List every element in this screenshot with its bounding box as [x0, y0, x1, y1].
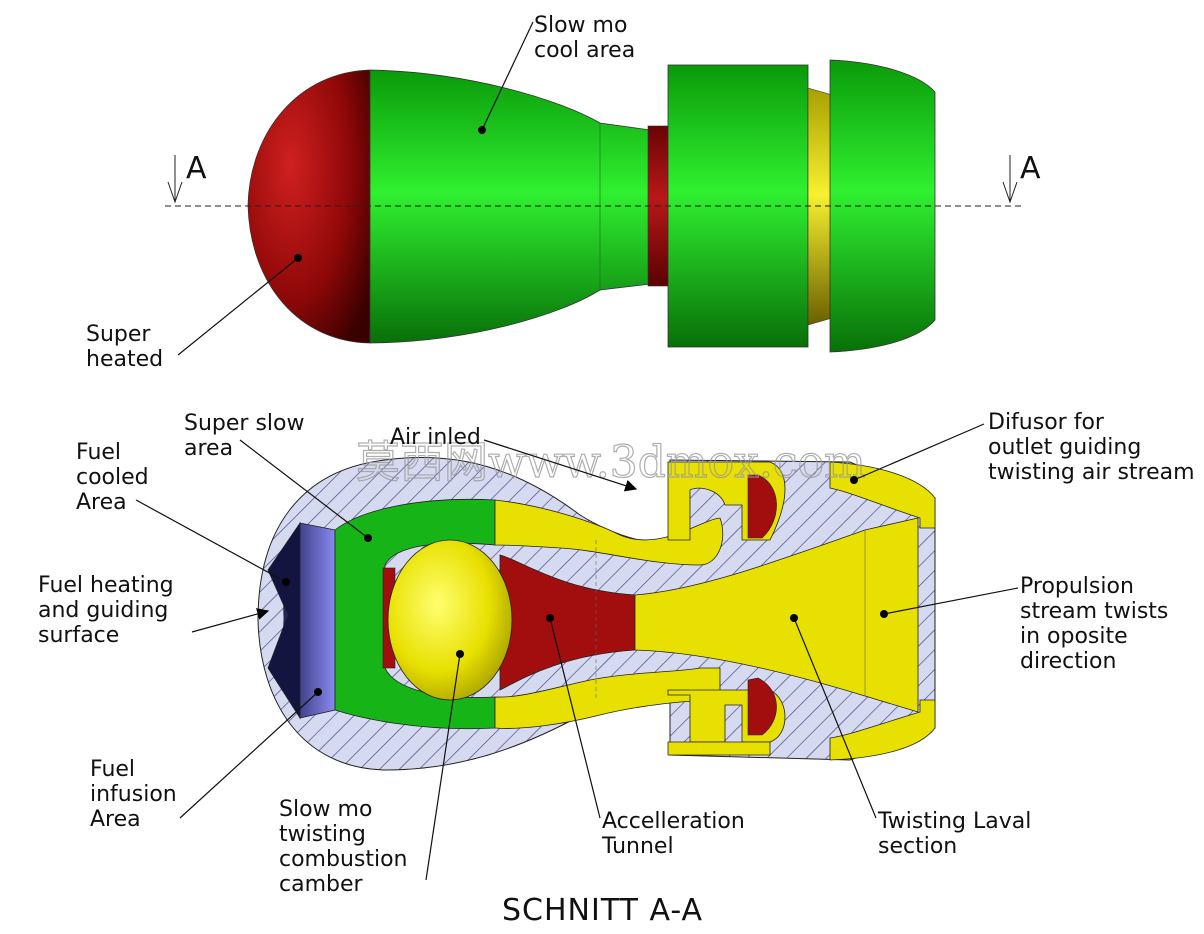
label-super-slow: Super slow area	[184, 411, 311, 461]
label-accelleration: Accelleration Tunnel	[601, 809, 752, 859]
laval-nozzle	[634, 517, 919, 713]
section-title: SCHNITT A-A	[502, 893, 703, 928]
label-combustion: Slow mo twisting combustion camber	[279, 797, 415, 897]
top-view: A A Slow mo cool area Super heated	[86, 13, 1041, 372]
label-fuel-infusion: Fuel infusion Area	[90, 757, 184, 832]
section-view: 莫西网www.3dmox.com Super slow area Air inl…	[38, 410, 1195, 928]
label-air-inled: Air inled	[390, 425, 481, 450]
combustion-ball	[387, 539, 513, 701]
tunnel-upper	[494, 499, 724, 566]
label-laval: Twisting Laval section	[877, 809, 1038, 859]
section-letter-left: A	[186, 151, 207, 186]
section-letter-right: A	[1020, 151, 1041, 186]
section-marker-left: A	[167, 151, 207, 204]
section-marker-right: A	[1002, 151, 1041, 204]
label-super-heated: Super heated	[86, 322, 163, 372]
watermark: 莫西网www.3dmox.com	[356, 437, 866, 488]
label-fuel-heating: Fuel heating and guiding surface	[38, 573, 181, 648]
label-propulsion: Propulsion stream twists in oposite dire…	[1020, 574, 1175, 674]
end-cap	[829, 59, 936, 353]
label-difusor: Difusor for outlet guiding twisting air …	[988, 410, 1195, 485]
label-fuel-cooled: Fuel cooled Area	[76, 440, 156, 515]
label-slow-mo-cool: Slow mo cool area	[534, 13, 635, 63]
